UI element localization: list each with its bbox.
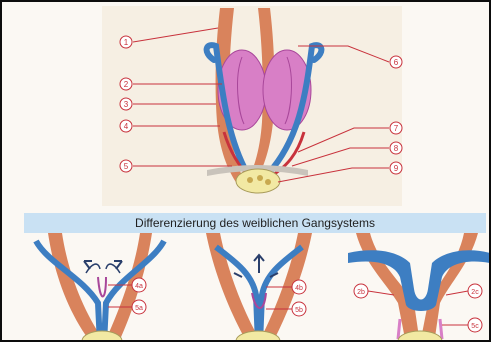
label-1: 1 [124, 38, 129, 47]
label-4: 4 [124, 122, 129, 131]
label-3: 3 [124, 100, 129, 109]
stage1-label-5a: 5a [135, 305, 143, 312]
label-8: 8 [394, 144, 399, 153]
label-6: 6 [394, 58, 399, 67]
stage3-label-2b: 2b [357, 289, 365, 296]
label-2: 2 [124, 80, 129, 89]
stage3-label-2c: 2c [471, 289, 479, 296]
stage2-label-4b: 4b [295, 285, 303, 292]
label-7: 7 [394, 124, 399, 133]
stage3-label-5c: 5c [471, 323, 479, 330]
title-banner: Differenzierung des weiblichen Gangsyste… [24, 213, 486, 233]
bottom-stages-panel: 4a 5a 4b 5b [2, 233, 491, 342]
sinus-tubercle-left [247, 177, 253, 183]
label-5: 5 [124, 162, 129, 171]
diagram-title: Differenzierung des weiblichen Gangsyste… [135, 216, 375, 230]
stage2-label-5b: 5b [295, 307, 303, 314]
sinus-tubercle-mid [257, 175, 263, 181]
sinus-tubercle-right [265, 179, 271, 185]
label-9: 9 [394, 164, 399, 173]
urogenital-sinus [236, 169, 280, 193]
stage1-label-4a: 4a [135, 283, 143, 290]
top-anatomy-panel: 1 2 3 4 5 6 7 8 9 [2, 2, 491, 212]
